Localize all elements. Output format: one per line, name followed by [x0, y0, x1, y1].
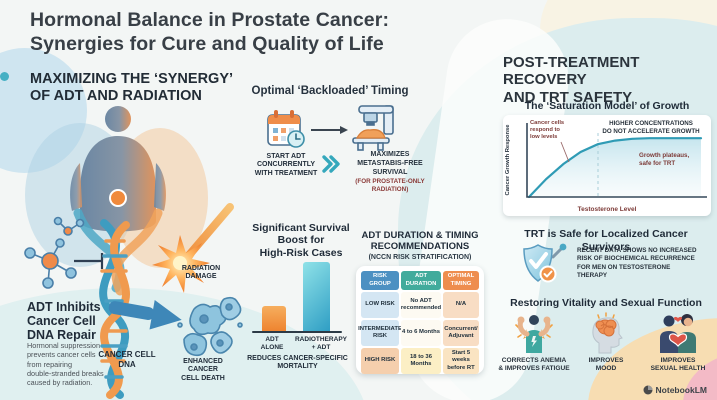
bar-chart-heading: Significant Survival Boost for High-Risk… — [252, 222, 350, 259]
adt-inhibits-body: Hormonal suppression prevents cancer cel… — [27, 341, 104, 388]
page-title-line1: Hormonal Balance in Prostate Cancer: — [30, 9, 390, 31]
timing-flow-arrow — [311, 126, 348, 134]
vitality-heading: Restoring Vitality and Sexual Function — [510, 297, 702, 309]
bar-label-adt-alone: ADT ALONE — [260, 336, 284, 351]
vitality-item-mood: IMPROVES MOOD — [570, 311, 642, 373]
table-cell-intermediate-timing: Concurrent/ Adjuvant — [443, 320, 479, 346]
brand-label: NotebookLM — [655, 385, 707, 395]
table-cell-low-risk: LOW RISK — [361, 292, 399, 318]
annotation-higher-concentrations: HIGHER CONCENTRATIONS DO NOT ACCELERATE … — [602, 120, 700, 136]
bar-chart — [252, 260, 342, 331]
trt-safe-body: RECENT DATA SHOWS NO INCREASED RISK OF B… — [577, 247, 697, 279]
saturation-heading: The ‘Saturation Model’ of Growth — [524, 100, 690, 112]
calendar-clock-icon — [267, 110, 305, 148]
table-title: ADT DURATION & TIMING RECOMMENDATIONS — [361, 230, 479, 252]
muscle-man-icon — [515, 315, 553, 353]
page-title-line2: Synergies for Cure and Quality of Life — [30, 32, 384, 55]
table-header-adt-duration: ADT DURATION — [401, 271, 441, 290]
brain-head-icon — [592, 312, 623, 354]
shield-check-icon — [523, 243, 567, 283]
vitality-items: CORRECTS ANEMIA & IMPROVES FATIGUE IMPRO… — [498, 311, 714, 373]
start-adt-label: START ADT CONCURRENTLY WITH TREATMENT — [254, 153, 318, 177]
bg-teal-dot — [0, 72, 9, 81]
table-header-risk-group: RISK GROUP — [361, 271, 399, 290]
dying-cells-icon — [177, 296, 243, 357]
chart-axes — [526, 123, 707, 198]
dna-helix — [99, 219, 130, 399]
notebooklm-logo-icon — [643, 385, 653, 395]
vitality-item-fatigue: CORRECTS ANEMIA & IMPROVES FATIGUE — [498, 311, 570, 373]
annotation-pointer-line — [560, 141, 570, 163]
couple-heart-icon — [660, 314, 696, 353]
annotation-low-levels: Cancer cells respond to low levels — [530, 120, 565, 141]
adt-inhibits-heading: ADT Inhibits Cancer Cell DNA Repair — [27, 300, 101, 342]
timing-heading: Optimal ‘Backloaded’ Timing — [251, 85, 409, 97]
saturation-ylabel: Cancer Growth Response — [505, 124, 511, 196]
bar-chart-caption: REDUCES CANCER-SPECIFIC MORTALITY — [247, 355, 348, 371]
trt-safe-heading: TRT is Safe for Localized Cancer Survivo… — [524, 228, 688, 253]
adt-radiation-illustration — [24, 106, 243, 399]
page-title: Hormonal Balance in Prostate Cancer: Syn… — [30, 9, 389, 57]
chevron-right-icon — [322, 155, 340, 173]
bar-label-radiotherapy: RADIOTHERAPY + ADT — [294, 336, 347, 351]
saturation-xlabel: Testosterone Level — [577, 206, 637, 213]
syringe-icon — [551, 246, 564, 259]
cancer-cell-dna-label: CANCER CELL DNA — [98, 350, 156, 369]
table-header-optimal-timing: OPTIMAL TIMING — [443, 271, 479, 290]
maximizes-label: MAXIMIZES METASTABIS-FREE SURVIVAL — [357, 151, 423, 176]
bar-chart-axis — [252, 331, 342, 333]
table-cell-high-duration: 18 to 36 Months — [401, 348, 441, 374]
saturation-chart-plot — [526, 123, 707, 199]
maximizes-block: MAXIMIZES METASTABIS-FREE SURVIVAL (FOR … — [340, 151, 440, 193]
table-cell-low-duration: No ADT recommended — [401, 292, 441, 318]
table-cell-high-risk: HIGH RISK — [361, 348, 399, 374]
prostate-highlight — [109, 189, 127, 207]
table-cell-low-timing: N/A — [443, 292, 479, 318]
table-cell-high-timing: Start 5 weeks before RT — [443, 348, 479, 374]
ribbon-orange — [111, 208, 163, 296]
saturation-curve — [527, 137, 703, 199]
table-cell-intermediate-duration: 4 to 6 Months — [401, 320, 441, 346]
table-subtitle: (NCCN RISK STRATIFICATION) — [368, 253, 472, 261]
human-torso-figure — [70, 106, 166, 232]
radiation-machine-icon — [352, 105, 394, 151]
radiation-starburst-icon — [152, 235, 210, 293]
adt-molecule-icon — [24, 216, 85, 289]
bar-adt-alone — [262, 306, 286, 331]
vitality-item-sexual-health: IMPROVES SEXUAL HEALTH — [642, 311, 714, 373]
table-title-block: ADT DURATION & TIMING RECOMMENDATIONS (N… — [348, 230, 492, 261]
maximizes-sub-label: (FOR PROSTATE-ONLY RADIATION) — [355, 178, 425, 193]
annotation-plateau: Growth plateaus, safe for TRT — [639, 152, 690, 168]
radiation-damage-label: RADIATION DAMAGE — [181, 265, 221, 281]
saturation-chart: Cancer Growth Response Cancer cells resp… — [503, 115, 711, 216]
table-cell-intermediate-risk: INTERMEDIATE RISK — [358, 320, 402, 346]
vitality-label-sexual-health: IMPROVES SEXUAL HEALTH — [650, 357, 706, 373]
recommendations-table: RISK GROUP ADT DURATION OPTIMAL TIMING L… — [356, 266, 484, 374]
vitality-label-fatigue: CORRECTS ANEMIA & IMPROVES FATIGUE — [498, 357, 570, 373]
enhanced-cell-death-label: ENHANCED CANCER CELL DEATH — [181, 358, 225, 382]
right-section-heading: POST-TREATMENT RECOVERY AND TRT SAFETY — [503, 54, 640, 106]
bar-radiotherapy-adt — [303, 262, 330, 331]
result-arrow — [108, 299, 182, 330]
brand-badge: NotebookLM — [643, 385, 707, 395]
inhibition-line — [74, 253, 104, 269]
left-section-heading: MAXIMIZING THE ‘SYNERGY’ OF ADT AND RADI… — [30, 71, 234, 104]
vitality-label-mood: IMPROVES MOOD — [588, 357, 624, 373]
